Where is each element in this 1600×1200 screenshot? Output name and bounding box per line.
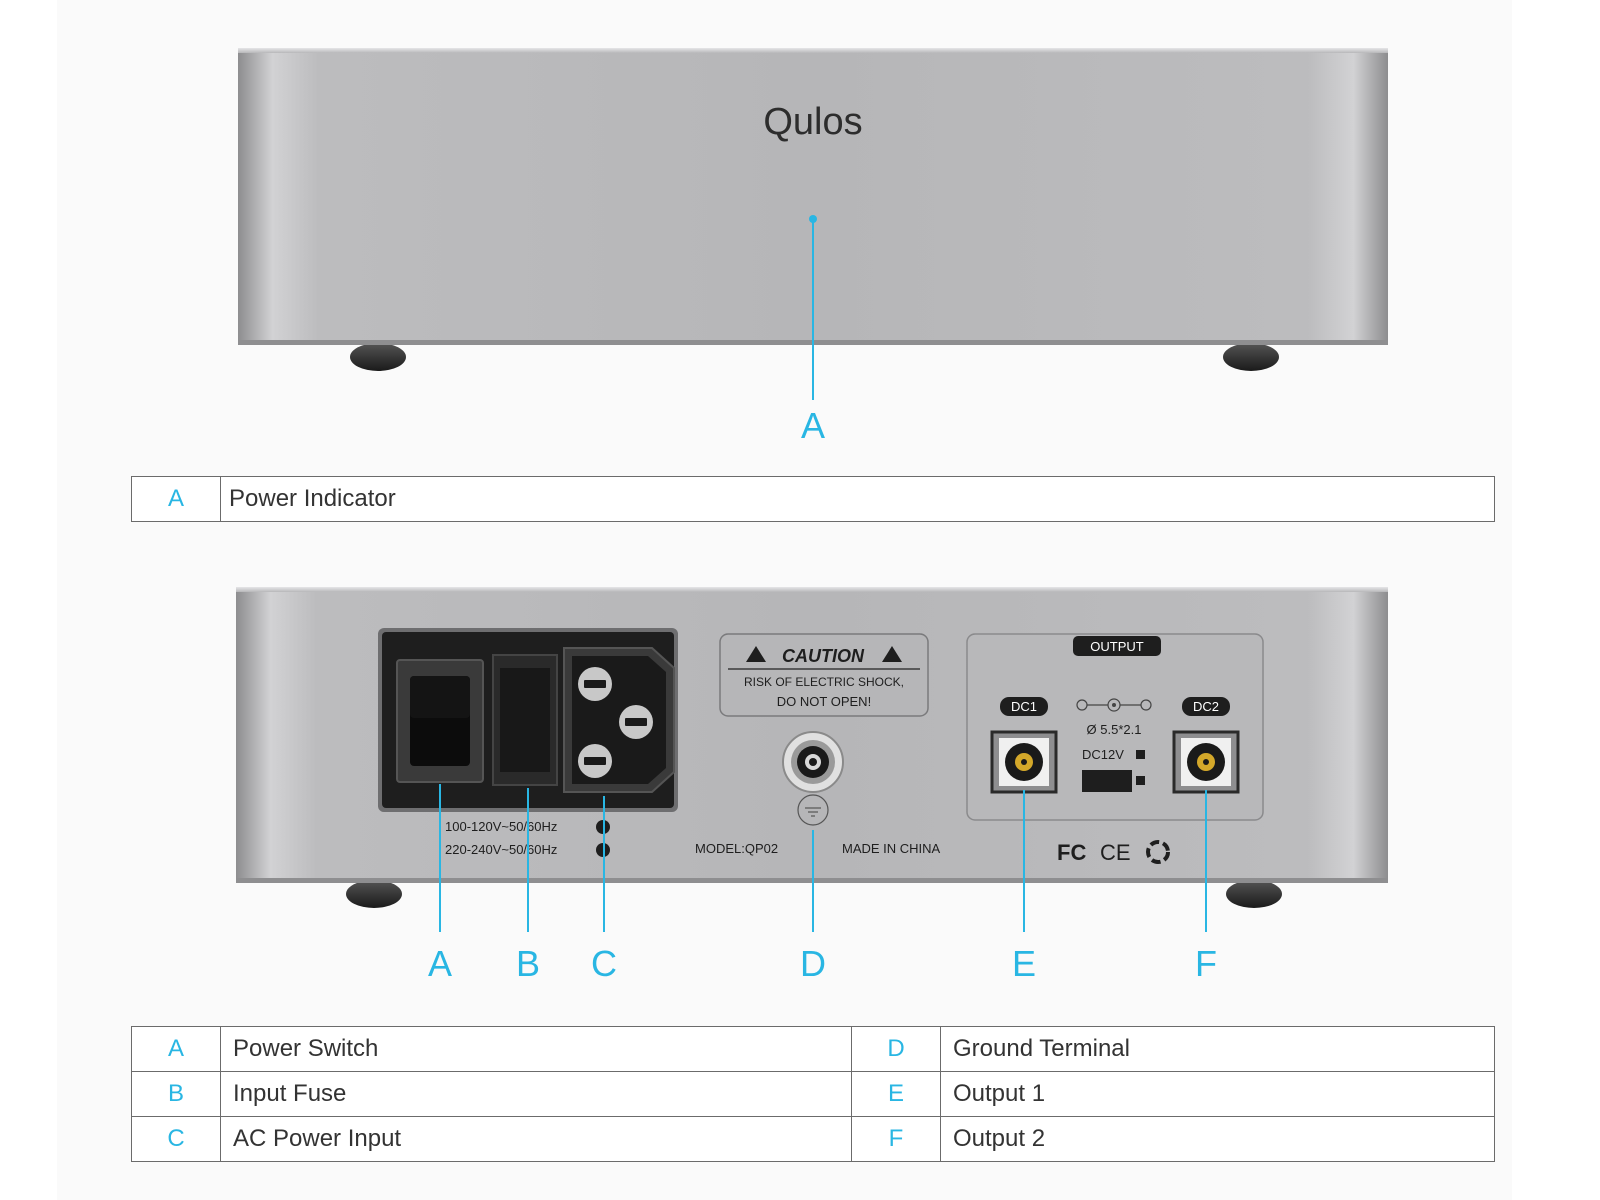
callout-a: A (428, 943, 452, 984)
table-row: A Power Switch D Ground Terminal (131, 1026, 1495, 1072)
legend-label: Ground Terminal (940, 1026, 1495, 1072)
output-2-jack[interactable] (1172, 730, 1240, 794)
legend-letter: F (851, 1116, 941, 1162)
plug-size-label: Ø 5.5*2.1 (1087, 722, 1142, 737)
callout-b: B (516, 943, 540, 984)
legend-letter: A (131, 1026, 221, 1072)
dc-voltage-label: DC12V (1082, 747, 1124, 762)
rear-view: 100-120V~50/60Hz 220-240V~50/60Hz CAUTIO… (236, 587, 1388, 984)
ce-mark: CE (1100, 840, 1131, 865)
legend-letter: B (131, 1071, 221, 1117)
rear-foot-left (346, 880, 402, 908)
legend-label: Input Fuse (220, 1071, 852, 1117)
ac-power-input[interactable] (563, 647, 675, 793)
legend-label: Output 2 (940, 1116, 1495, 1162)
rear-foot-right (1226, 880, 1282, 908)
legend-label: AC Power Input (220, 1116, 852, 1162)
model-label: MODEL:QP02 (695, 841, 778, 856)
caution-label: CAUTION RISK OF ELECTRIC SHOCK, DO NOT O… (719, 633, 929, 717)
caution-line-2: DO NOT OPEN! (777, 694, 871, 709)
fc-mark: FC (1057, 840, 1086, 865)
front-view: Qulos A (238, 48, 1388, 446)
recycle-icon (1146, 840, 1170, 864)
output-1-jack[interactable] (990, 730, 1058, 794)
warning-icon (746, 646, 766, 662)
table-row: A Power Indicator (131, 476, 1495, 522)
callout-front-a: A (801, 405, 825, 446)
ground-symbol-icon (797, 794, 829, 826)
callout-e: E (1012, 943, 1036, 984)
table-row: C AC Power Input F Output 2 (131, 1116, 1495, 1162)
legend-label: Output 1 (940, 1071, 1495, 1117)
legend-letter: D (851, 1026, 941, 1072)
polarity-icon (1076, 698, 1152, 712)
power-switch[interactable] (396, 659, 484, 783)
table-row: B Input Fuse E Output 1 (131, 1071, 1495, 1117)
callout-f: F (1195, 943, 1217, 984)
legend-letter: E (851, 1071, 941, 1117)
rear-legend-table: A Power Switch D Ground Terminal B Input… (131, 1026, 1495, 1162)
caution-title: CAUTION (782, 646, 865, 666)
callout-d: D (800, 943, 826, 984)
legend-label: Power Switch (220, 1026, 852, 1072)
front-legend-table: A Power Indicator (131, 476, 1495, 522)
callout-c: C (591, 943, 617, 984)
legend-label: Power Indicator (220, 476, 1495, 522)
caution-line-1: RISK OF ELECTRIC SHOCK, (744, 675, 904, 689)
front-foot-right (1223, 343, 1279, 371)
input-fuse[interactable] (492, 654, 558, 786)
legend-letter: A (131, 476, 221, 522)
made-in-label: MADE IN CHINA (842, 841, 941, 856)
output-title: OUTPUT (1090, 639, 1144, 654)
brand-logo: Qulos (763, 101, 862, 143)
dc1-badge: DC1 (1011, 699, 1037, 714)
ground-terminal[interactable] (782, 731, 844, 793)
warning-icon-right (882, 646, 902, 662)
front-foot-left (350, 343, 406, 371)
voltage-label-1: 100-120V~50/60Hz (445, 819, 557, 834)
voltage-label-2: 220-240V~50/60Hz (445, 842, 557, 857)
rear-callout-lines (439, 784, 1207, 932)
dc2-badge: DC2 (1193, 699, 1219, 714)
legend-letter: C (131, 1116, 221, 1162)
